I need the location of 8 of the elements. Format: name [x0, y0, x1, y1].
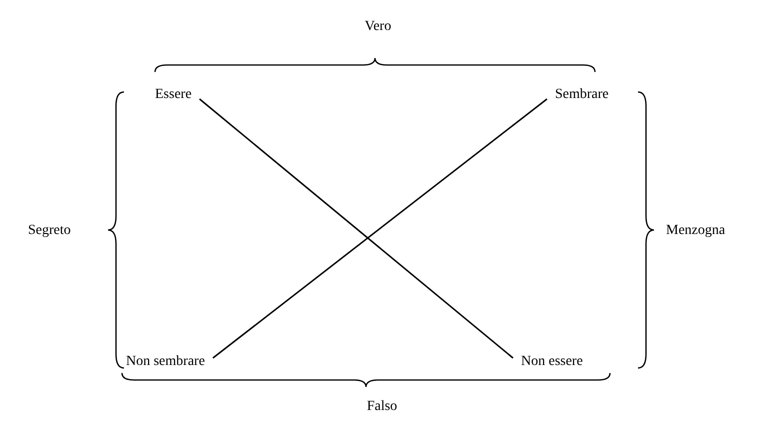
- term-label: Essere: [155, 86, 192, 104]
- term-label: Sembrare: [555, 86, 609, 104]
- brace-label: Segreto: [28, 222, 71, 240]
- term-label: Non sembrare: [126, 353, 205, 371]
- term-label: Non essere: [521, 353, 583, 371]
- brace-label: Menzogna: [666, 222, 726, 240]
- brace-label: Vero: [364, 18, 392, 36]
- brace-label: Falso: [366, 398, 398, 416]
